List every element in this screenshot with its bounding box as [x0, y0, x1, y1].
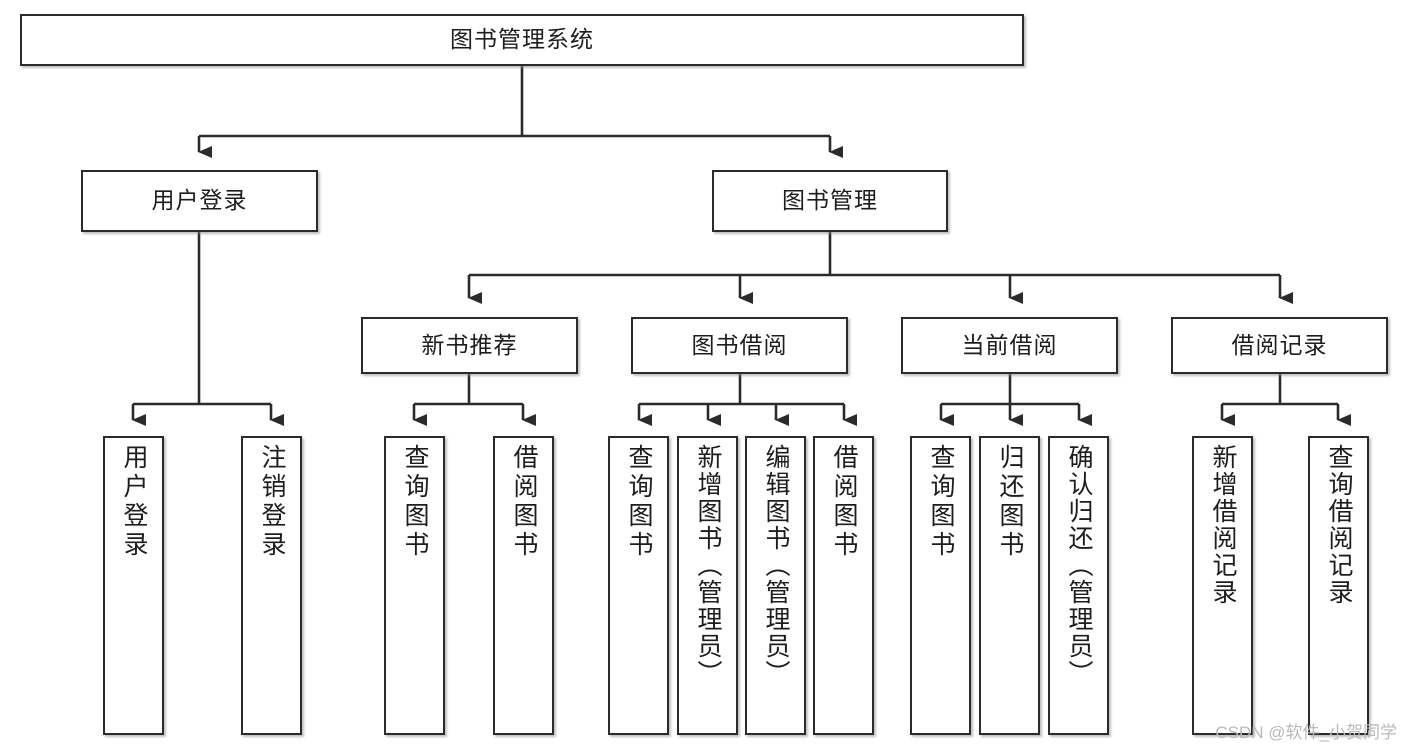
leaf-user-login-signout[interactable]: 注销登录: [241, 436, 302, 735]
leaf-book-borrow-query[interactable]: 查询图书: [608, 436, 669, 735]
leaf-borrow-record-query[interactable]: 查询借阅记录: [1308, 436, 1369, 735]
node-current-borrow[interactable]: 当前借阅: [901, 317, 1118, 374]
node-new-book-recommend[interactable]: 新书推荐: [361, 317, 578, 374]
node-label: 当前借阅: [961, 331, 1058, 358]
node-label: 注销登录: [258, 444, 286, 560]
leaf-book-borrow-borrow[interactable]: 借阅图书: [813, 436, 874, 735]
node-borrow-records[interactable]: 借阅记录: [1171, 317, 1388, 374]
node-root-system[interactable]: 图书管理系统: [20, 14, 1024, 66]
node-label: 图书管理: [782, 187, 878, 214]
leaf-book-borrow-edit[interactable]: 编辑图书（管理员）: [745, 436, 806, 735]
leaf-borrow-record-add[interactable]: 新增借阅记录: [1192, 436, 1253, 735]
node-label: 借阅图书: [830, 444, 858, 560]
node-label: 图书借阅: [691, 331, 788, 358]
node-label: 归还图书: [996, 444, 1024, 560]
leaf-current-borrow-confirm[interactable]: 确认归还（管理员）: [1048, 436, 1109, 735]
node-label: 新增图书（管理员）: [694, 444, 722, 687]
node-label: 查询借阅记录: [1325, 444, 1353, 606]
node-label: 新增借阅记录: [1209, 444, 1237, 606]
node-label: 查询图书: [927, 444, 955, 560]
node-label: 编辑图书（管理员）: [762, 444, 790, 687]
node-label: 查询图书: [625, 444, 653, 560]
node-book-borrow[interactable]: 图书借阅: [631, 317, 848, 374]
leaf-new-book-query[interactable]: 查询图书: [384, 436, 445, 735]
node-label: 借阅记录: [1231, 331, 1328, 358]
leaf-current-borrow-return[interactable]: 归还图书: [979, 436, 1040, 735]
node-label: 确认归还（管理员）: [1065, 444, 1093, 687]
leaf-new-book-borrow[interactable]: 借阅图书: [493, 436, 554, 735]
node-label: 用户登录: [120, 444, 148, 560]
node-label: 借阅图书: [510, 444, 538, 560]
node-user-login[interactable]: 用户登录: [81, 170, 318, 232]
node-label: 新书推荐: [421, 331, 518, 358]
leaf-current-borrow-query[interactable]: 查询图书: [910, 436, 971, 735]
node-label: 用户登录: [151, 187, 248, 214]
leaf-book-borrow-add[interactable]: 新增图书（管理员）: [677, 436, 738, 735]
node-label: 图书管理系统: [450, 26, 594, 53]
watermark-text: CSDN @软件_小贺同学: [1215, 723, 1397, 742]
node-label: 查询图书: [401, 444, 429, 560]
node-book-management[interactable]: 图书管理: [712, 170, 948, 232]
leaf-user-login-signin[interactable]: 用户登录: [103, 436, 164, 735]
